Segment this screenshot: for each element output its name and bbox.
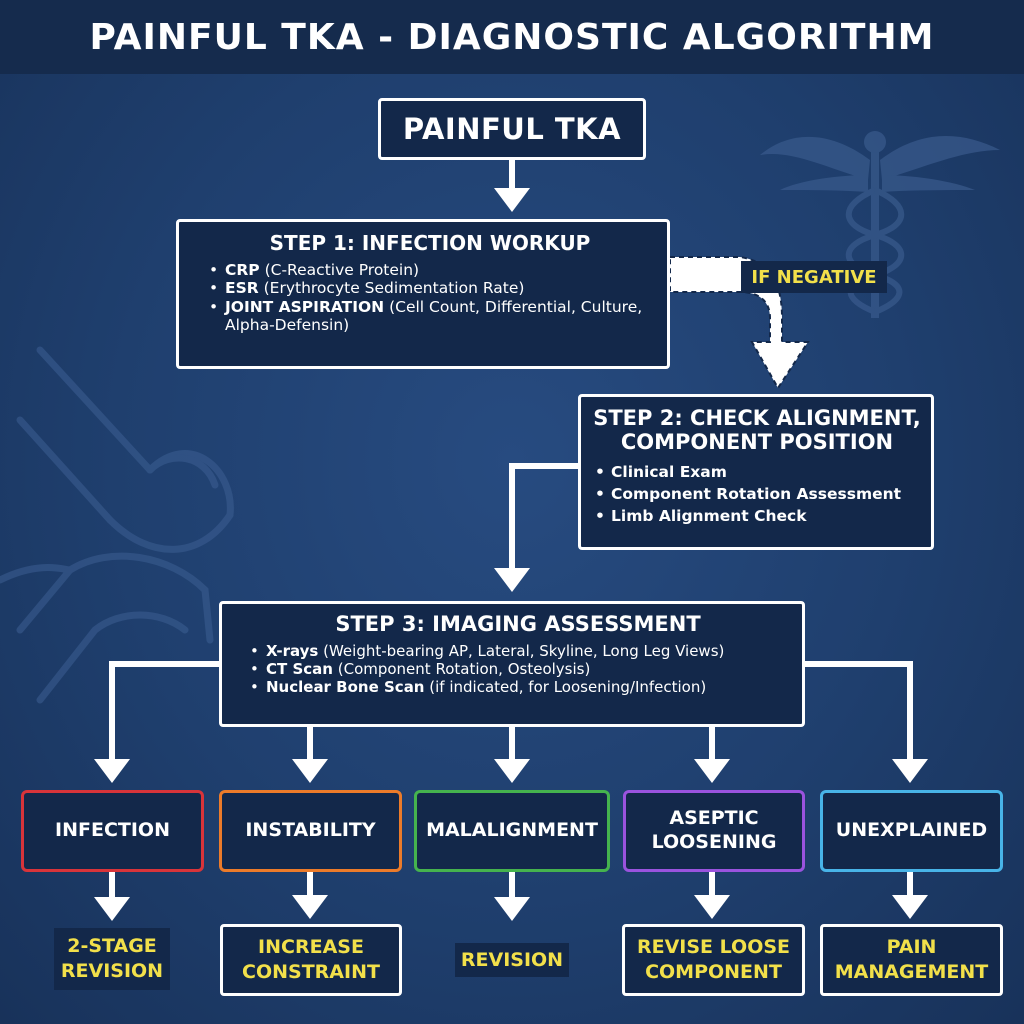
- step3-box: STEP 3: IMAGING ASSESSMENT X-rays (Weigh…: [219, 601, 805, 727]
- arrow-step2-to-step3: [494, 463, 578, 592]
- step1-list: CRP (C-Reactive Protein) ESR (Erythrocyt…: [207, 261, 653, 334]
- arrow-to-unexplained: [805, 661, 928, 783]
- diagnosis-instability: INSTABILITY: [219, 790, 402, 872]
- diagnosis-aseptic-loosening: ASEPTIC LOOSENING: [623, 790, 805, 872]
- treatment-pain-management: PAIN MANAGEMENT: [820, 924, 1003, 996]
- step2-box: STEP 2: CHECK ALIGNMENT, COMPONENT POSIT…: [578, 394, 934, 550]
- treatment-revise-loose-component: REVISE LOOSE COMPONENT: [622, 924, 805, 996]
- knee-joint-outline: [0, 346, 234, 704]
- step3-title: STEP 3: IMAGING ASSESSMENT: [335, 612, 701, 636]
- start-node: PAINFUL TKA: [378, 98, 646, 160]
- arrow-to-infection: [94, 661, 219, 783]
- diagnosis-malalignment: MALALIGNMENT: [414, 790, 610, 872]
- step1-title: STEP 1: INFECTION WORKUP: [269, 231, 591, 255]
- caduceus-icon: [760, 131, 1000, 318]
- list-item: CRP (C-Reactive Protein): [207, 261, 653, 280]
- list-item: X-rays (Weight-bearing AP, Lateral, Skyl…: [248, 642, 788, 661]
- diagram-title: PAINFUL TKA - DIAGNOSTIC ALGORITHM: [0, 0, 1024, 74]
- list-item: ESR (Erythrocyte Sedimentation Rate): [207, 279, 653, 298]
- diagnosis-unexplained: UNEXPLAINED: [820, 790, 1003, 872]
- list-item: Component Rotation Assessment: [593, 484, 921, 506]
- if-negative-label: IF NEGATIVE: [741, 261, 887, 293]
- treatment-two-stage-revision: 2-STAGE REVISION: [54, 928, 170, 990]
- list-item: Nuclear Bone Scan (if indicated, for Loo…: [248, 678, 788, 697]
- step2-list: Clinical Exam Component Rotation Assessm…: [593, 462, 921, 527]
- list-item: JOINT ASPIRATION (Cell Count, Differenti…: [207, 298, 653, 335]
- step3-list: X-rays (Weight-bearing AP, Lateral, Skyl…: [248, 642, 788, 697]
- step1-box: STEP 1: INFECTION WORKUP CRP (C-Reactive…: [176, 219, 670, 369]
- list-item: Limb Alignment Check: [593, 506, 921, 528]
- diagnosis-infection: INFECTION: [21, 790, 204, 872]
- treatment-revision: REVISION: [455, 943, 569, 977]
- list-item: CT Scan (Component Rotation, Osteolysis): [248, 660, 788, 679]
- step2-title: STEP 2: CHECK ALIGNMENT, COMPONENT POSIT…: [593, 406, 921, 455]
- list-item: Clinical Exam: [593, 462, 921, 484]
- treatment-increase-constraint: INCREASE CONSTRAINT: [220, 924, 402, 996]
